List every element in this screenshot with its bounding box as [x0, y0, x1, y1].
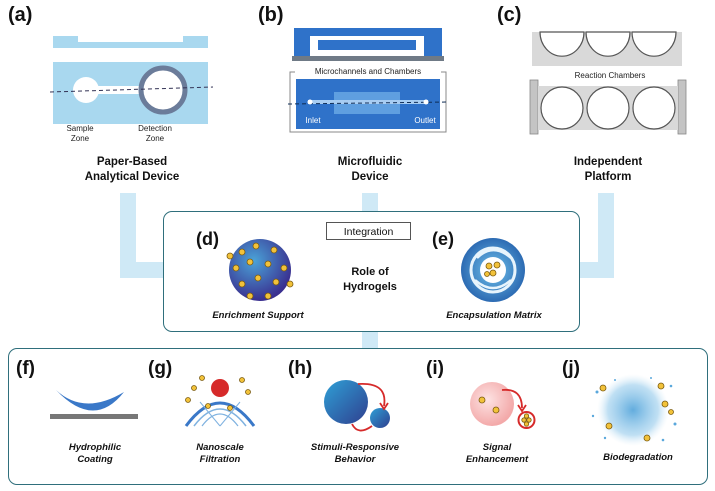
panel-f-letter: (f) — [16, 358, 35, 379]
panel-c-letter: (c) — [497, 4, 522, 26]
detection-zone-label-2: Zone — [145, 134, 165, 143]
outlet-label: Outlet — [414, 116, 436, 125]
hydrogels-label: Hydrogels — [343, 281, 397, 293]
panel-a-letter: (a) — [8, 4, 33, 26]
role-of-label: Role of — [351, 266, 389, 278]
panel-a-title-1: Paper-Based — [96, 156, 168, 168]
panel-a-title-2: Analytical Device — [84, 171, 180, 183]
integration-to-properties-arrow — [368, 334, 372, 346]
panel-i-caption-2: Enhancement — [465, 454, 529, 465]
reaction-chambers-illustration — [529, 31, 687, 135]
hydrophilic-coating-illustration — [50, 390, 138, 419]
panel-b-letter: (b) — [258, 4, 284, 26]
biodegradation-illustration — [591, 374, 677, 446]
panel-c-title-2: Platform — [584, 171, 632, 183]
paper-device-illustration — [50, 36, 214, 124]
panel-j-caption: Biodegradation — [603, 452, 673, 463]
panel-b-title-2: Device — [351, 171, 389, 183]
microfluidic-illustration — [288, 28, 448, 133]
panel-j-letter: (j) — [562, 358, 580, 379]
nanoscale-filtration-illustration — [184, 375, 256, 427]
panel-c-title-1: Independent — [573, 156, 643, 168]
enrichment-support-caption: Enrichment Support — [212, 310, 304, 321]
reaction-chambers-label: Reaction Chambers — [574, 71, 646, 80]
integration-label: Integration — [326, 222, 411, 240]
panel-f-caption-2: Coating — [77, 454, 113, 465]
panel-g-caption-1: Nanoscale — [196, 442, 244, 453]
panel-h-caption-2: Behavior — [334, 454, 376, 465]
panel-h-letter: (h) — [288, 358, 313, 379]
encapsulation-matrix-caption: Encapsulation Matrix — [446, 310, 542, 321]
panel-g-caption-2: Filtration — [199, 454, 241, 465]
detection-zone-label-1: Detection — [138, 124, 172, 133]
encapsulation-matrix-illustration — [461, 238, 525, 302]
enrichment-support-illustration — [226, 239, 294, 301]
panel-h-caption-1: Stimuli-Responsive — [310, 442, 400, 453]
panel-i-caption-1: Signal — [482, 442, 512, 453]
inlet-label: Inlet — [305, 116, 321, 125]
panel-b-title-1: Microfluidic — [337, 156, 403, 168]
sample-zone-label-1: Sample — [66, 124, 94, 133]
microchannels-label: Microchannels and Chambers — [295, 67, 441, 77]
panel-d-letter: (d) — [196, 229, 219, 249]
panel-g-letter: (g) — [148, 358, 173, 379]
stimuli-responsive-illustration — [324, 380, 390, 432]
sample-zone-label-2: Zone — [70, 134, 90, 143]
panel-f-caption-1: Hydrophilic — [68, 442, 122, 453]
panel-e-letter: (e) — [432, 229, 454, 249]
panel-i-letter: (i) — [426, 358, 444, 379]
signal-enhancement-illustration — [470, 382, 536, 429]
